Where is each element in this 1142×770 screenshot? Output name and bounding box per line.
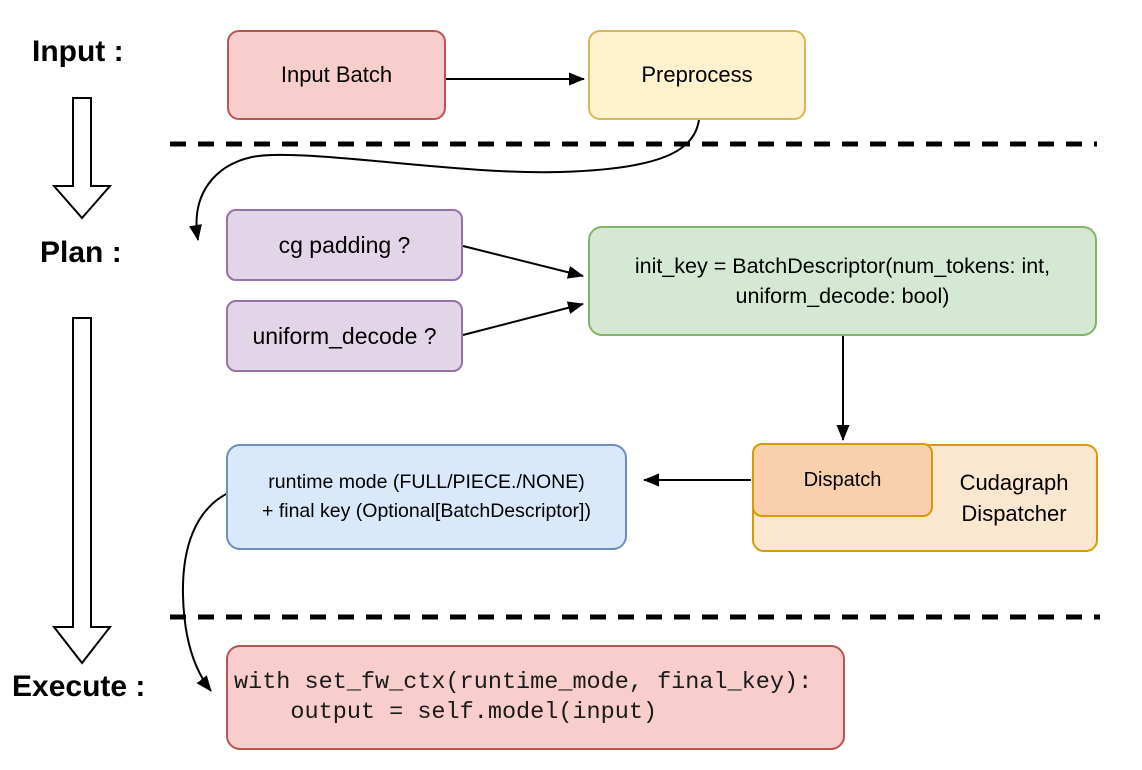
arrow-cgpadding-to-initkey — [462, 245, 584, 279]
stage-label-execute: Execute : — [12, 670, 146, 703]
stage-label-plan: Plan : — [40, 236, 122, 269]
node-runtime-mode-line2: + final key (Optional[BatchDescriptor]) — [262, 500, 591, 522]
stage-arrow-input-to-plan-icon — [51, 97, 113, 220]
node-uniform-decode: uniform_decode ? — [226, 300, 463, 372]
node-execute-code: with set_fw_ctx(runtime_mode, final_key)… — [226, 645, 845, 750]
stage-arrow-plan-to-execute-icon — [51, 317, 113, 665]
node-preprocess-label: Preprocess — [641, 62, 753, 87]
node-preprocess: Preprocess — [588, 30, 806, 120]
arrow-preprocess-to-cgpadding — [189, 119, 700, 241]
node-dispatch: Dispatch — [752, 443, 933, 517]
node-cudagraph-dispatcher-line1: Cudagraph — [959, 470, 1069, 495]
node-init-key-line1: init_key = BatchDescriptor(num_tokens: i… — [634, 254, 1051, 278]
node-cudagraph-dispatcher-label: Cudagraph Dispatcher — [936, 446, 1092, 550]
node-cg-padding: cg padding ? — [226, 209, 463, 281]
node-input-batch-label: Input Batch — [280, 62, 393, 87]
node-cudagraph-dispatcher-line2: Dispatcher — [961, 501, 1067, 526]
arrow-runtimemode-to-execute — [181, 491, 231, 692]
node-init-key-line2: uniform_decode: bool) — [735, 284, 950, 308]
node-init-key: init_key = BatchDescriptor(num_tokens: i… — [588, 226, 1097, 336]
node-runtime-mode-line1: runtime mode (FULL/PIECE./NONE) — [268, 471, 585, 493]
node-uniform-decode-label: uniform_decode ? — [252, 322, 437, 349]
node-runtime-mode: runtime mode (FULL/PIECE./NONE) + final … — [226, 444, 627, 550]
arrow-uniformdecode-to-initkey — [462, 301, 584, 336]
stage-label-input: Input : — [32, 35, 124, 68]
node-input-batch: Input Batch — [227, 30, 446, 120]
execute-code-line1: with set_fw_ctx(runtime_mode, final_key)… — [234, 668, 813, 696]
node-dispatch-label: Dispatch — [803, 468, 882, 491]
execute-code-line2: output = self.model(input) — [234, 698, 658, 726]
node-cg-padding-label: cg padding ? — [278, 231, 411, 258]
